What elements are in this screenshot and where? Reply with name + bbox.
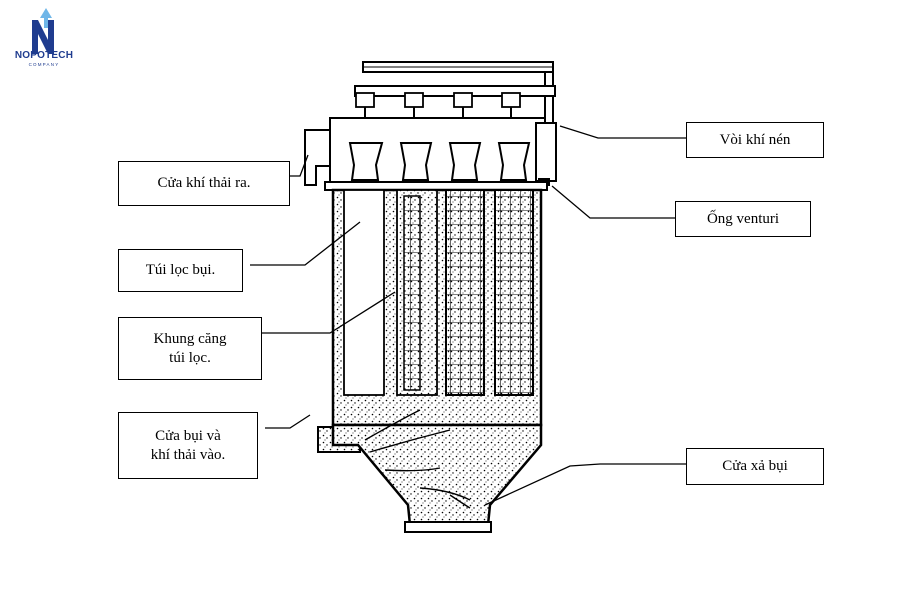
logo-mark-icon bbox=[32, 8, 54, 54]
filter-housing bbox=[331, 188, 543, 427]
label-filter-bag: Túi lọc bụi. bbox=[118, 249, 243, 292]
label-venturi-tube: Ống venturi bbox=[675, 201, 811, 237]
logo-name: NOPOTECH bbox=[14, 50, 74, 61]
company-logo bbox=[8, 6, 80, 76]
logo-subtitle: COMPANY bbox=[28, 62, 60, 67]
label-compressed-air-nozzle: Vòi khí nén bbox=[686, 122, 824, 158]
label-gas-outlet: Cửa khí thải ra. bbox=[118, 161, 290, 206]
dust-hopper bbox=[331, 423, 543, 533]
leader-lines bbox=[250, 125, 686, 506]
airflow-arrows bbox=[364, 409, 471, 509]
label-bag-cage: Khung căng túi lọc. bbox=[118, 317, 262, 380]
label-dust-gas-inlet: Cửa bụi và khí thải vào. bbox=[118, 412, 258, 479]
venturi-tubes bbox=[348, 142, 531, 181]
compressed-air-header bbox=[354, 61, 556, 125]
label-dust-discharge: Cửa xả bụi bbox=[686, 448, 824, 485]
nozzle-valves bbox=[355, 92, 521, 128]
